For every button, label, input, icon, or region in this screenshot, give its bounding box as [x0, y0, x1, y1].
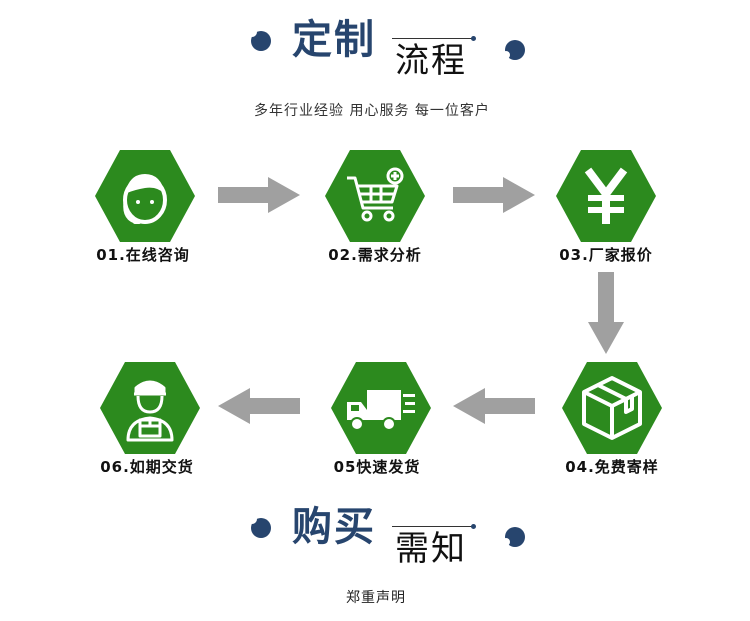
step-6-hex — [100, 362, 200, 454]
step-1-label: 01.在线咨询 — [96, 246, 190, 264]
step-5-label: 05快速发货 — [333, 458, 421, 476]
subtitle: 多年行业经验 用心服务 每一位客户 — [254, 103, 490, 119]
step-5-hex — [331, 362, 431, 454]
heading2-dot-left — [247, 514, 271, 538]
heading-light-text: 流程 — [395, 41, 467, 81]
heading-rule — [392, 38, 472, 39]
arrow-left-icon — [453, 388, 535, 424]
heading2-dot-right — [502, 527, 525, 547]
step-2-hex — [325, 150, 425, 242]
delivery-truck-icon — [347, 390, 415, 431]
heading2-bold-text: 购买 — [292, 504, 376, 550]
step-1-hex — [95, 150, 195, 242]
step-3-hex — [556, 150, 656, 242]
arrow-right-icon — [453, 177, 535, 213]
yen-icon — [584, 167, 628, 224]
footer-text[interactable]: 郑重声明 — [346, 590, 406, 606]
heading-dot-left — [247, 27, 271, 51]
step-4-label: 04.免费寄样 — [565, 458, 659, 476]
heading2-rule — [392, 526, 472, 527]
arrow-right-icon — [218, 177, 300, 213]
step-3-label: 03.厂家报价 — [559, 246, 653, 264]
heading-bold-text: 定制 — [292, 17, 376, 63]
customer-service-icon — [123, 174, 167, 224]
shopping-cart-icon — [347, 167, 404, 222]
arrow-down-icon — [588, 272, 624, 354]
heading2-rule-dot — [471, 524, 476, 529]
heading-rule-dot — [471, 36, 476, 41]
delivery-person-icon — [126, 380, 174, 442]
arrow-left-icon — [218, 388, 300, 424]
step-4-hex — [562, 362, 662, 454]
heading2-light-text: 需知 — [395, 529, 467, 569]
step-2-label: 02.需求分析 — [328, 246, 422, 264]
heading-dot-right — [502, 40, 525, 60]
step-6-label: 06.如期交货 — [100, 458, 194, 476]
package-box-icon — [582, 376, 642, 440]
